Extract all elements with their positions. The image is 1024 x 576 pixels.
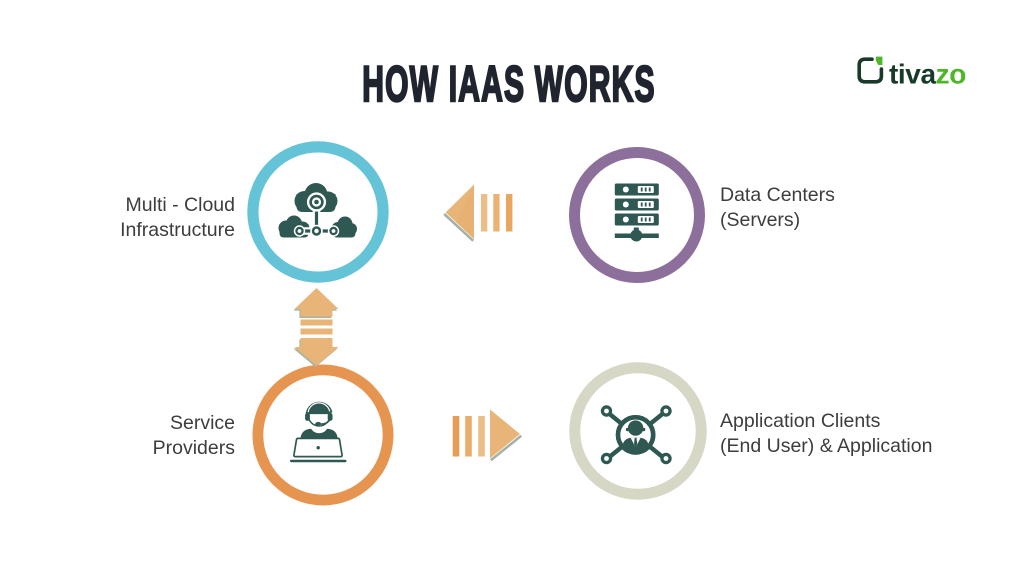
svg-text:tivazo: tivazo bbox=[889, 59, 966, 90]
